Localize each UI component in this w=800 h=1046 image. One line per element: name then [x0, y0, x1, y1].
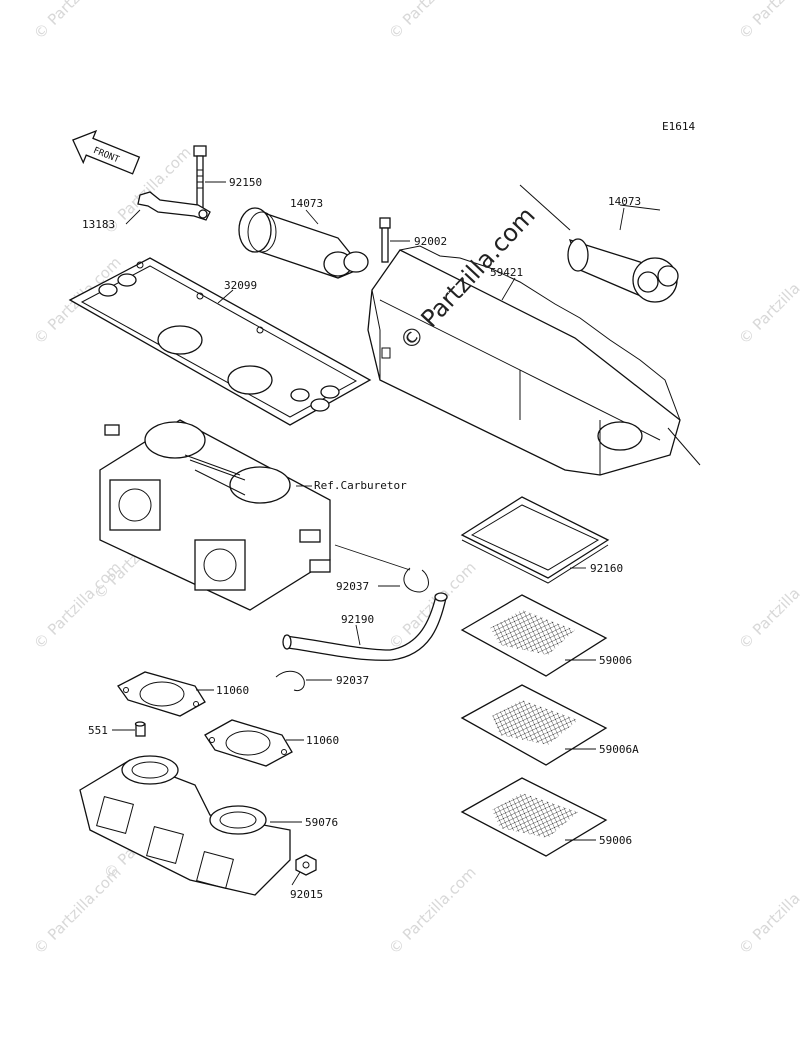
watermark-tile: © Partzilla.com [735, 253, 800, 348]
part-label-92150: 92150 [229, 176, 262, 189]
mesh-screen-59006-b [460, 777, 608, 857]
duct-14073-left [238, 207, 369, 279]
plenum-59421 [367, 245, 681, 476]
part-label-13183: 13183 [82, 218, 115, 231]
part-label-59076: 59076 [305, 816, 338, 829]
watermark-tile: © Partzilla.com [385, 0, 480, 43]
watermark-tile: © Partzilla.com [30, 0, 125, 43]
gasket-11060-a [117, 671, 206, 717]
gasket-plate-32099 [68, 257, 372, 426]
mesh-screen-59006A [460, 684, 608, 766]
duct-14073-right [567, 238, 679, 303]
part-label-11060-b: 11060 [306, 734, 339, 747]
carburetor-assembly [99, 419, 331, 611]
part-label-92037-b: 92037 [336, 674, 369, 687]
watermark-tile: © Partzilla.com [735, 558, 800, 653]
part-label-551: 551 [88, 724, 108, 737]
part-label-92002: 92002 [414, 235, 447, 248]
part-label-92160: 92160 [590, 562, 623, 575]
part-label-14073-left: 14073 [290, 197, 323, 210]
part-label-32099: 32099 [224, 279, 257, 292]
manifold-59076 [79, 755, 291, 896]
bolt-92150 [193, 145, 207, 209]
hose-92190 [282, 592, 448, 661]
watermark-tile: © Partzilla.com [385, 863, 480, 958]
clamp-92037-upper [334, 544, 429, 593]
front-arrow-icon: FRONT [72, 129, 141, 175]
part-label-59006A: 59006A [599, 743, 639, 756]
part-label-59006-a: 59006 [599, 654, 632, 667]
part-label-14073-right: 14073 [608, 195, 641, 208]
watermark-tile: © Partzilla.com [735, 863, 800, 958]
dowel-551 [134, 721, 146, 737]
guide-lines [519, 184, 701, 466]
diagram-code: E1614 [662, 120, 695, 133]
bracket-13183 [137, 191, 211, 221]
part-label-11060-a: 11060 [216, 684, 249, 697]
part-label-92015: 92015 [290, 888, 323, 901]
part-label-92190: 92190 [341, 613, 374, 626]
clamp-92037-lower [275, 670, 305, 691]
part-label-59421: 59421 [490, 266, 523, 279]
mesh-screen-59006-a [460, 594, 608, 677]
nut-92015 [295, 854, 317, 876]
watermark-tile: © Partzilla.com [735, 0, 800, 43]
part-label-59006-b: 59006 [599, 834, 632, 847]
frame-gasket-92160 [460, 496, 610, 584]
ref-carburetor-label: Ref.Carburetor [314, 479, 407, 492]
part-label-92037-a: 92037 [336, 580, 369, 593]
watermark-tile: © Partzilla.com [385, 558, 480, 653]
bolt-92002 [379, 217, 391, 263]
gasket-11060-b [204, 719, 293, 767]
